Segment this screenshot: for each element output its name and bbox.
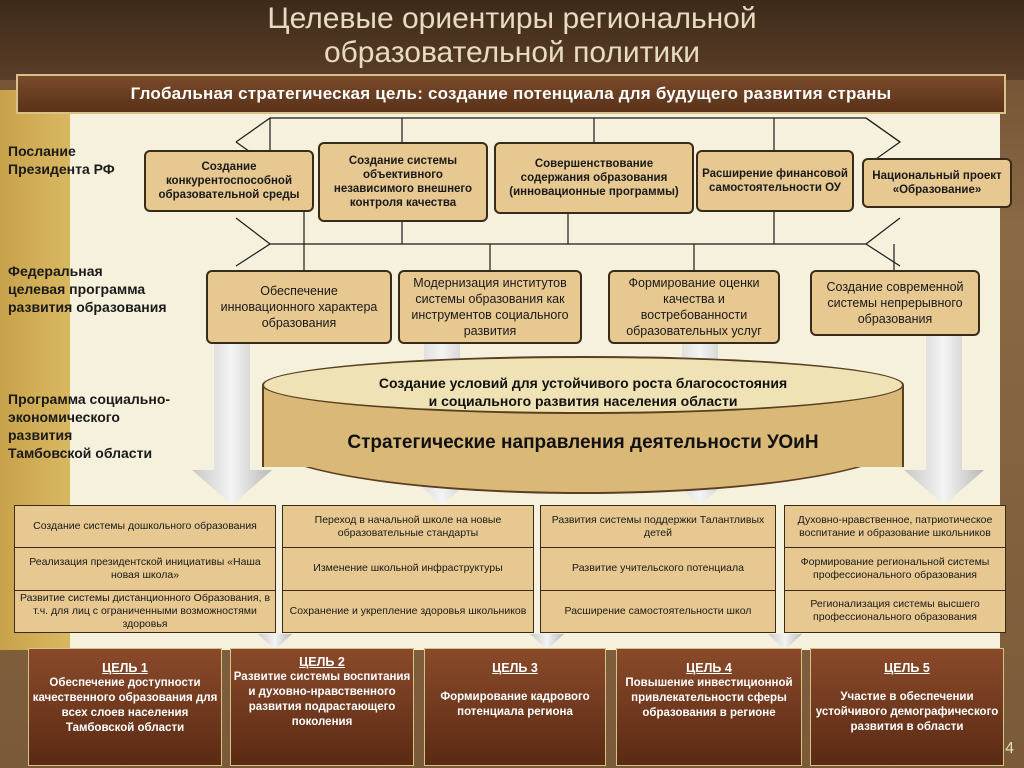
goal-heading: ЦЕЛЬ 2	[299, 655, 345, 669]
goal-spacer	[811, 676, 1003, 690]
row2-box-1: Обеспечение инновационного характера обр…	[206, 270, 392, 344]
cylinder-caption: Создание условий для устойчивого роста б…	[262, 374, 904, 410]
arrow-down-7	[768, 634, 802, 650]
row2-box-4: Создание современной системы непрерывног…	[810, 270, 980, 336]
arrow-down-6	[530, 634, 564, 650]
title-line-2: образовательной политики	[323, 36, 701, 69]
goal-text: Повышение инвестиционной привлекательнос…	[625, 677, 793, 719]
label-line: Президента РФ	[8, 161, 115, 177]
goal-heading: ЦЕЛЬ 3	[492, 661, 538, 675]
row1-box-5: Национальный проект «Образование»	[862, 158, 1012, 208]
row1-box-1: Создание конкурентоспособной образовател…	[144, 150, 314, 212]
title-line-1: Целевые ориентиры региональной	[267, 2, 757, 35]
direction-column-4: Духовно-нравственное, патриотическое вос…	[784, 505, 1006, 633]
label-line: экономического	[8, 409, 120, 425]
direction-cell: Переход в начальной школе на новые образ…	[283, 506, 533, 549]
goal-heading: ЦЕЛЬ 1	[102, 661, 148, 675]
global-goal-bar: Глобальная стратегическая цель: создание…	[16, 74, 1006, 114]
label-line: Тамбовской области	[8, 445, 153, 461]
label-line: развития образования	[8, 299, 167, 315]
arrow-down-1	[192, 344, 272, 505]
goal-spacer	[425, 676, 605, 690]
direction-cell: Развития системы поддержки Талантливых д…	[541, 506, 775, 549]
cylinder-caption-line: и социального развития населения области	[428, 393, 738, 409]
goal-text: Формирование кадрового потенциала регион…	[440, 691, 590, 718]
cylinder-main-title: Стратегические направления деятельности …	[347, 432, 819, 453]
header-background	[0, 0, 1024, 80]
row1-box-4: Расширение финансовой самостоятельности …	[696, 150, 854, 212]
goal-heading: ЦЕЛЬ 5	[884, 661, 930, 675]
direction-cell: Регионализация системы высшего профессио…	[810, 598, 980, 624]
label-line: Федеральная	[8, 263, 103, 279]
label-president: Послание Президента РФ	[8, 142, 115, 178]
label-regional-program: Программа социально- экономического разв…	[8, 390, 170, 462]
row1-box-2: Создание системы объективного независимо…	[318, 142, 488, 222]
row1-box-3: Совершенствование содержания образования…	[494, 142, 694, 214]
arrow-down-5	[258, 634, 292, 650]
goal-card-3: ЦЕЛЬ 3 Формирование кадрового потенциала…	[424, 648, 606, 766]
goal-heading: ЦЕЛЬ 4	[686, 661, 732, 675]
label-line: Программа социально-	[8, 391, 171, 407]
page-title: Целевые ориентиры региональной образоват…	[0, 2, 1024, 70]
direction-cell: Создание системы дошкольного образования	[15, 506, 275, 549]
cylinder-caption-line: Создание условий для устойчивого роста б…	[378, 375, 788, 391]
direction-cell: Реализация президентской инициативы «Наш…	[15, 548, 275, 591]
direction-column-2: Переход в начальной школе на новые образ…	[282, 505, 534, 633]
goal-card-2: ЦЕЛЬ 2 Развитие системы воспитания и дух…	[230, 648, 414, 766]
goal-card-1: ЦЕЛЬ 1 Обеспечение доступности качествен…	[28, 648, 222, 766]
label-line: Послание	[8, 143, 76, 159]
direction-column-3: Развития системы поддержки Талантливых д…	[540, 505, 776, 633]
direction-cell: Изменение школьной инфраструктуры	[283, 548, 533, 591]
direction-cell: Расширение самостоятельности школ	[564, 604, 752, 617]
direction-cell: Формирование региональной системы профес…	[785, 548, 1005, 591]
label-line: целевая программа	[8, 281, 146, 297]
goal-card-4: ЦЕЛЬ 4 Повышение инвестиционной привлека…	[616, 648, 802, 766]
cylinder-top	[262, 356, 904, 414]
label-federal-program: Федеральная целевая программа развития о…	[8, 262, 167, 316]
arrow-down-4	[904, 336, 984, 505]
direction-column-1: Создание системы дошкольного образования…	[14, 505, 276, 633]
label-line: развития	[8, 427, 73, 443]
page-number: 4	[1005, 740, 1014, 757]
goal-text: Обеспечение доступности качественного об…	[32, 677, 218, 734]
row2-box-3: Формирование оценки качества и востребов…	[608, 270, 780, 344]
goal-text: Развитие системы воспитания и духовно-нр…	[233, 671, 411, 728]
direction-cell: Развитие учительского потенциала	[541, 548, 775, 591]
direction-cell: Сохранение и укрепление здоровья школьни…	[289, 604, 527, 617]
row2-box-2: Модернизация институтов системы образова…	[398, 270, 582, 344]
direction-cell: Развитие системы дистанционного Образова…	[19, 591, 271, 630]
direction-cell: Духовно-нравственное, патриотическое вос…	[785, 506, 1005, 549]
goal-text: Участие в обеспечении устойчивого демогр…	[815, 691, 999, 733]
goal-card-5: ЦЕЛЬ 5 Участие в обеспечении устойчивого…	[810, 648, 1004, 766]
